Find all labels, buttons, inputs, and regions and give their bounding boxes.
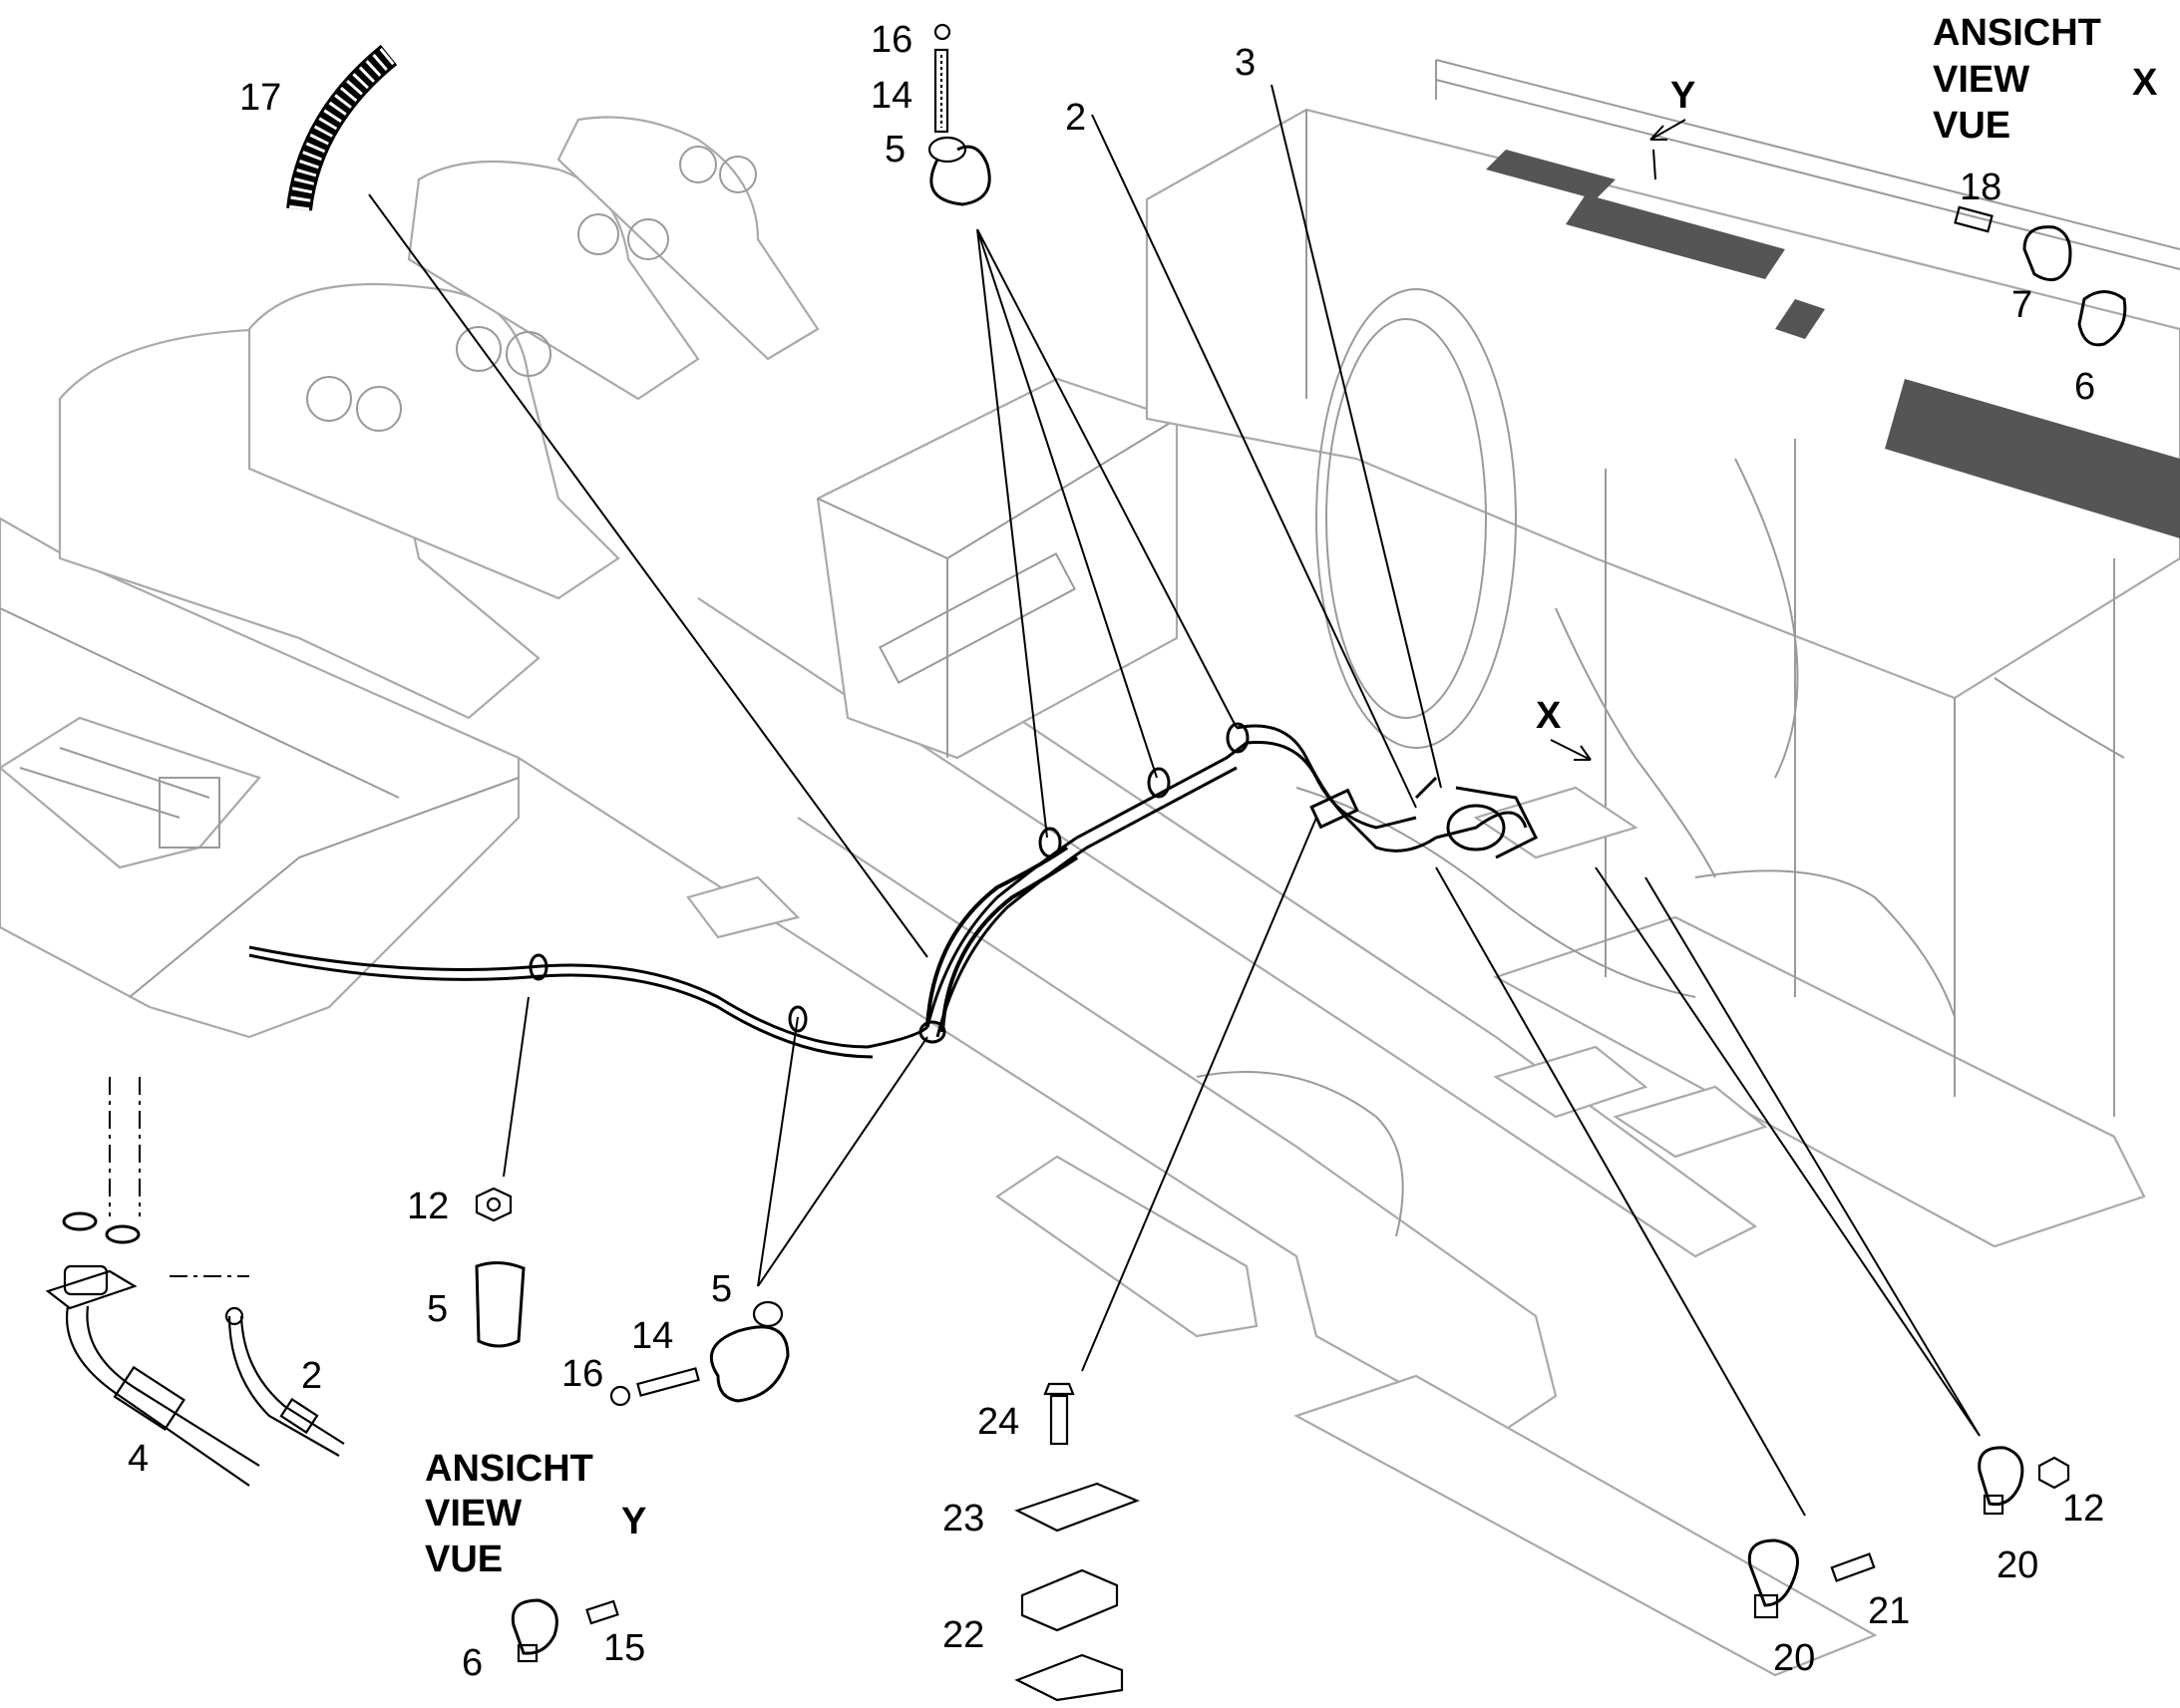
view-arrow-y: Y	[1670, 75, 1695, 117]
callout-4: 4	[128, 1438, 149, 1480]
view-y-heading: ANSICHT VIEW VUE Y	[425, 1448, 646, 1580]
callout-20-mid: 20	[1773, 1637, 1815, 1679]
view-y-line2: VIEW	[425, 1493, 522, 1535]
callout-18: 18	[1960, 167, 2001, 208]
callout-16-top: 16	[871, 19, 912, 61]
callout-7: 7	[2011, 284, 2032, 326]
part-12-nut-5-sleeve	[475, 1187, 526, 1348]
view-y-line3: VUE	[425, 1538, 503, 1580]
cable-ends-4-2	[45, 1211, 345, 1487]
view-x-heading: ANSICHT VIEW VUE X	[1933, 12, 2158, 147]
callout-5-left: 5	[427, 1288, 448, 1330]
wiring-harness	[248, 722, 1539, 1059]
view-x-line2: VIEW	[1933, 59, 2029, 101]
leader-lines	[109, 84, 1981, 1517]
callout-2-top: 2	[1065, 97, 1086, 139]
part-stack-top	[927, 23, 991, 206]
view-x-parts	[1954, 205, 2127, 347]
part-stack-mid	[609, 1300, 790, 1407]
callout-14-top: 14	[871, 75, 912, 117]
callout-14-mid: 14	[631, 1315, 673, 1357]
callout-labels: 17 16 14 5 2 3 Y X 18 7 6 12 5 5 14 16 2…	[128, 19, 2104, 1684]
callout-24: 24	[977, 1401, 1019, 1443]
clip-20-nut-12	[1978, 1446, 2070, 1516]
part-17-corrugated-hose	[286, 44, 398, 211]
callout-12-right: 12	[2062, 1488, 2104, 1530]
view-x-line1: ANSICHT	[1933, 12, 2101, 54]
callout-21: 21	[1868, 1590, 1910, 1632]
callout-5-top: 5	[885, 129, 906, 171]
callout-16-mid: 16	[561, 1353, 603, 1395]
clip-20-bolt-21	[1747, 1538, 1876, 1619]
view-y-letter: Y	[621, 1501, 646, 1542]
callout-6-view-y: 6	[462, 1642, 483, 1684]
view-x-line3: VUE	[1933, 105, 2010, 147]
view-x-letter: X	[2132, 62, 2158, 104]
callout-17: 17	[239, 77, 281, 119]
callout-6-view-x: 6	[2074, 366, 2095, 408]
callout-22: 22	[942, 1614, 984, 1656]
callout-5-mid: 5	[711, 1268, 732, 1310]
callout-2-left: 2	[301, 1355, 322, 1397]
bolt-plate-clamp-24-23-22	[1014, 1382, 1140, 1702]
callout-12-left: 12	[407, 1186, 449, 1227]
callout-3: 3	[1235, 42, 1256, 84]
callout-23: 23	[942, 1498, 984, 1539]
view-y-parts	[511, 1598, 619, 1663]
corrugated-tube	[925, 846, 1079, 1033]
view-y-line1: ANSICHT	[425, 1448, 593, 1490]
machine-frame	[0, 59, 2180, 1677]
callout-15: 15	[603, 1627, 645, 1669]
callout-20-right: 20	[1997, 1544, 2038, 1586]
view-arrow-x: X	[1536, 695, 1562, 737]
